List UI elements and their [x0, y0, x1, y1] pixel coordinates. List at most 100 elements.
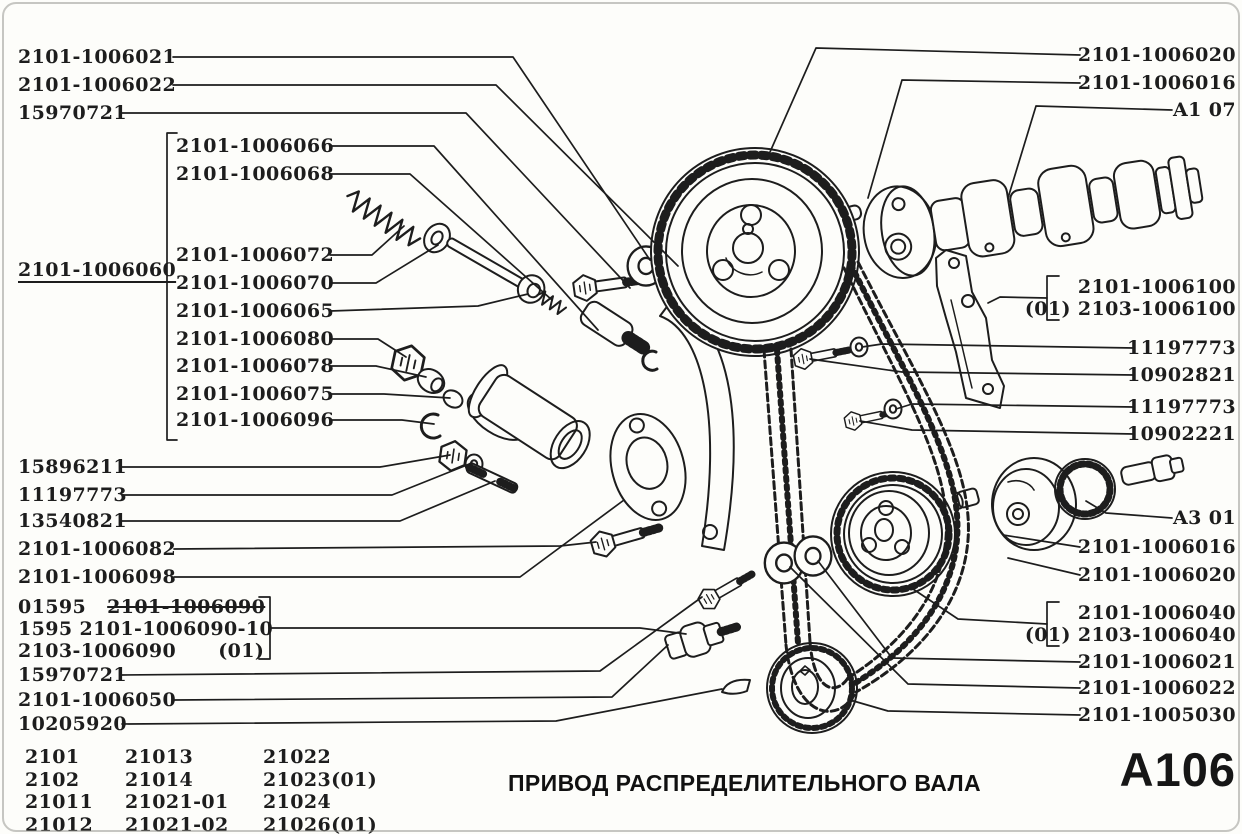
part-label: 15896211 [18, 456, 127, 478]
part-label: 2101-1006098 [18, 566, 177, 588]
part-label: 2103-1006090 (01) [18, 640, 265, 662]
leader-line [121, 596, 703, 676]
leader-line [867, 79, 1081, 199]
part-label: 2101-1006068 [176, 163, 335, 185]
part-label: 2101-1006070 [176, 272, 335, 294]
part-label: 2101-1006060 [18, 259, 177, 281]
model-code: 2101 [25, 746, 80, 768]
leader-line [769, 47, 1081, 153]
cone-collar [416, 368, 446, 394]
leader-line [329, 145, 599, 331]
aux-shaft-sprocket [830, 471, 956, 597]
part-label: 10902221 [1127, 423, 1236, 445]
model-code: 21021-02 [125, 813, 229, 834]
part-label: 2101-1006016 [1077, 72, 1236, 94]
snap-ring [641, 349, 659, 372]
model-code: 2102 [25, 768, 80, 791]
model-code: 21021-01 [125, 791, 229, 813]
leader-line [1085, 500, 1173, 519]
leader-line [329, 225, 405, 256]
model-code: 21022 [263, 746, 332, 768]
leader-line [1002, 534, 1081, 548]
leader-line [269, 627, 687, 635]
cap [442, 389, 464, 409]
model-code: 21012 [25, 813, 94, 834]
model-code: 21013 [125, 746, 194, 768]
page-code: A106 [1119, 743, 1236, 796]
leader-line [817, 560, 1081, 663]
leader-line [329, 293, 529, 312]
leader-line [987, 296, 1048, 304]
leader-line [173, 499, 625, 578]
leader-line [329, 419, 435, 425]
leader-line [895, 403, 1135, 410]
leader-line [329, 338, 407, 358]
leader-line [861, 343, 1135, 349]
leader-line [173, 541, 597, 550]
tensioner-body [467, 364, 591, 470]
part-label: (01) 2103-1006040 [1024, 624, 1236, 646]
leader-line [1007, 105, 1173, 199]
part-label: 2101-1006096 [176, 409, 335, 431]
part-label: 2101-1006021 [1077, 651, 1236, 673]
leader-line [789, 566, 1081, 689]
part-label: 2101-1005030 [1077, 704, 1236, 726]
part-label: 2101-1006066 [176, 135, 335, 157]
part-label: 2101-1006082 [18, 538, 177, 560]
part-label: (01) 2103-1006100 [1024, 298, 1236, 320]
part-label: 13540821 [18, 510, 127, 532]
chain-restrictor-bracket [935, 249, 1005, 409]
part-label: 10902821 [1127, 364, 1236, 386]
model-code: 21011 [25, 791, 94, 813]
leader-line [121, 688, 723, 725]
leader-lines [121, 47, 1173, 725]
part-label: 2101-1006040 [1077, 602, 1236, 624]
part-label: 11197773 [1127, 396, 1236, 418]
part-label: 2101-1006078 [176, 355, 335, 377]
plunger-sleeve [579, 300, 651, 355]
leader-line [329, 173, 553, 301]
part-number: 01595 [18, 596, 108, 618]
leader-line [121, 112, 631, 289]
snap-ring [419, 412, 442, 440]
leader-line [329, 244, 439, 284]
part-label: 15970721 [18, 664, 127, 686]
leader-line [909, 586, 1048, 625]
part-label: 2101-1006021 [18, 46, 177, 68]
part-label: 01595 2101-1006090 [18, 596, 265, 618]
part-label: 2101-1006100 [1077, 276, 1236, 298]
leader-line [173, 644, 669, 701]
leader-line [849, 699, 1081, 716]
part-label: 15970721 [18, 102, 127, 124]
leader-line [121, 454, 451, 468]
part-label: 1595 2101-1006090-10 [18, 618, 274, 640]
part-label: 2101-1006065 [176, 300, 335, 322]
timing-chain [762, 260, 970, 713]
woodruff-key [721, 678, 751, 695]
leader-line [121, 462, 473, 496]
leader-line [859, 420, 1135, 435]
model-code: 21023(01) [263, 768, 378, 791]
tensioner-spring [346, 190, 422, 247]
part-label: 2101-1006020 [1077, 44, 1236, 66]
model-code: 21014 [125, 768, 194, 791]
part-label: A1 07 [1172, 99, 1236, 121]
distributor-drive-gear [991, 454, 1185, 551]
part-label: 11197773 [18, 484, 127, 506]
part-label: 2101-1006016 [1077, 536, 1236, 558]
diagram-title: ПРИВОД РАСПРЕДЕЛИТЕЛЬНОГО ВАЛА [508, 770, 982, 796]
leader-line [1007, 557, 1081, 576]
model-code: 21024 [263, 791, 332, 813]
leader-line [329, 393, 451, 399]
superseded-part-number: 2101-1006090 [107, 596, 266, 618]
model-code: 21026(01) [263, 813, 378, 834]
part-label: 2101-1006050 [18, 689, 177, 711]
gasket [609, 413, 687, 521]
part-label: 2101-1006020 [1077, 564, 1236, 586]
